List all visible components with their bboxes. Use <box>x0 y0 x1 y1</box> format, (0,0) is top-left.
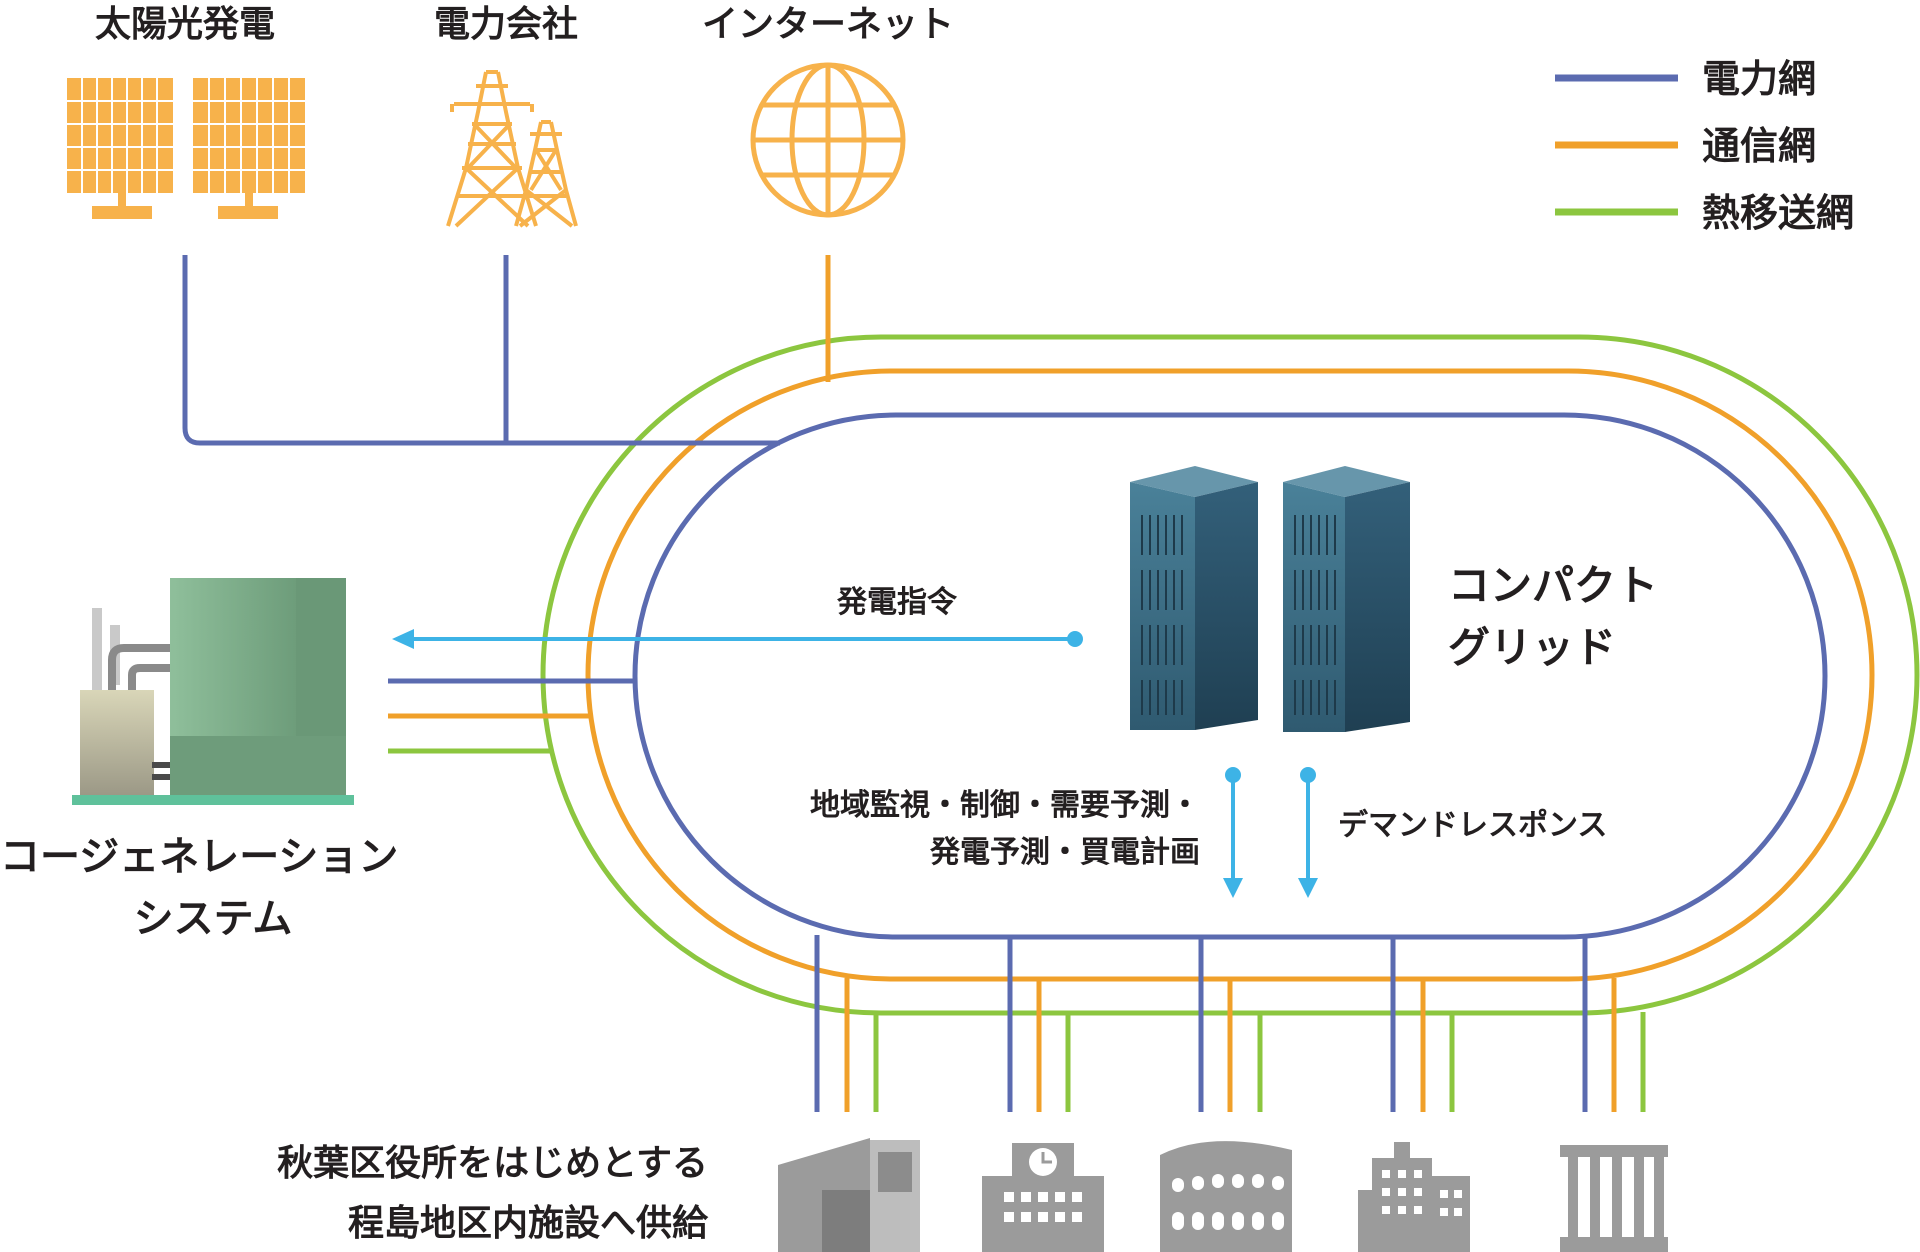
office-building-icon <box>778 1138 920 1252</box>
solar-panel-left <box>67 78 173 219</box>
globe-icon <box>750 62 906 218</box>
legend-label-power: 電力網 <box>1702 57 1816 101</box>
dispatch-arrow <box>392 629 1083 649</box>
cogeneration-icon <box>72 578 354 805</box>
grid-label-line1: コンパクト <box>1448 561 1658 610</box>
legend-item-comm: 通信網 <box>1555 124 1816 168</box>
power-ring <box>632 412 1828 940</box>
internet-label: インターネット <box>702 4 954 45</box>
supply-label-line2: 程島地区内施設へ供給 <box>348 1203 709 1244</box>
solar-power-line <box>182 255 780 446</box>
drop-group-3 <box>1198 937 1263 1112</box>
facility-drop-lines <box>814 935 1646 1112</box>
legend: 電力網 通信網 熱移送網 <box>1555 57 1854 235</box>
server-building-icon <box>1130 466 1410 732</box>
colosseum-icon <box>1160 1141 1292 1252</box>
grid-label-line2: グリッド <box>1448 623 1616 672</box>
cogen-label-line1: コージェネレーション <box>0 834 398 880</box>
supply-label-line1: 秋葉区役所をはじめとする <box>277 1143 708 1184</box>
source-feed-lines <box>182 255 831 446</box>
legend-item-heat: 熱移送網 <box>1555 191 1854 235</box>
drop-group-2 <box>1007 937 1071 1112</box>
solar-panel-icon <box>67 78 305 219</box>
cogen-label-line2: システム <box>134 896 293 942</box>
solar-label: 太陽光発電 <box>95 4 275 45</box>
cogen-lines <box>388 678 636 754</box>
facility-icons <box>778 1138 1668 1252</box>
legend-label-comm: 通信網 <box>1702 124 1816 168</box>
legend-item-power: 電力網 <box>1555 57 1816 101</box>
legend-label-heat: 熱移送網 <box>1702 191 1854 235</box>
command-arrows <box>392 629 1318 898</box>
monitor-label-line2: 発電予測・買電計画 <box>929 835 1200 870</box>
demand-response-label: デマンドレスポンス <box>1338 808 1607 843</box>
power-company-label: 電力会社 <box>434 4 578 45</box>
power-tower-icon <box>446 70 578 228</box>
demand-response-arrow <box>1298 767 1318 898</box>
solar-panel-right <box>193 78 305 219</box>
dispatch-label: 発電指令 <box>836 585 958 620</box>
monitor-arrow <box>1223 767 1243 898</box>
server-tower-left <box>1130 466 1258 730</box>
drop-group-1 <box>814 935 879 1112</box>
city-building-icon <box>1358 1142 1470 1252</box>
columned-building-icon <box>1560 1145 1668 1252</box>
drop-group-5 <box>1582 935 1646 1112</box>
server-tower-right <box>1283 466 1410 732</box>
monitor-label-line1: 地域監視・制御・需要予測・ <box>810 788 1200 823</box>
clock-building-icon <box>982 1143 1104 1252</box>
drop-group-4 <box>1390 937 1455 1112</box>
tower-small <box>514 120 578 228</box>
labels: 太陽光発電 電力会社 インターネット コージェネレーション システム コンパクト… <box>0 4 1658 1244</box>
